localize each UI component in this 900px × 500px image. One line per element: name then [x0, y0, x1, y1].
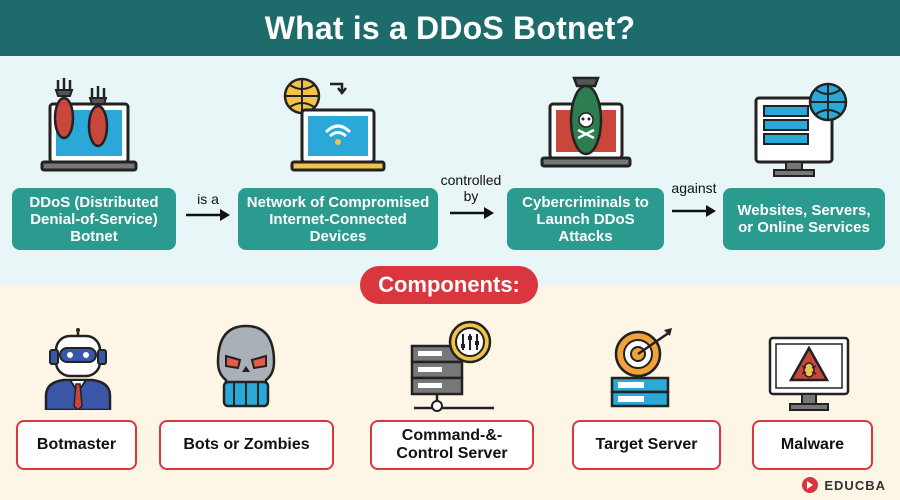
flow-box-botnet: DDoS (Distributed Denial-of-Service) Bot…	[12, 188, 176, 250]
target-server-icon	[610, 328, 672, 408]
brand-logo: EDUCBA	[801, 476, 886, 494]
arrow-right-icon	[672, 205, 716, 217]
cybercriminal-bomb-icon	[540, 76, 632, 168]
component-bots-zombies-label: Bots or Zombies	[183, 436, 310, 453]
component-botmaster: Botmaster	[16, 420, 137, 470]
flow-box-targets-label: Websites, Servers, or Online Services	[737, 202, 871, 236]
component-command-control: Command-&-Control Server	[370, 420, 534, 470]
component-malware-label: Malware	[780, 436, 845, 453]
brand-name: EDUCBA	[824, 477, 886, 493]
component-target-server: Target Server	[572, 420, 721, 470]
component-command-control-label: Command-&-Control Server	[396, 427, 508, 462]
connector-is-a-label: is a	[197, 191, 219, 207]
flow-box-cybercriminals-label: Cybercriminals to Launch DDoS Attacks	[522, 193, 649, 245]
flow-box-cybercriminals: Cybercriminals to Launch DDoS Attacks	[507, 188, 664, 250]
educba-logo-icon	[802, 477, 819, 493]
flow-box-network-label: Network of Compromised Internet-Connecte…	[246, 193, 430, 245]
arrow-right-icon	[186, 209, 230, 221]
page-title: What is a DDoS Botnet?	[264, 9, 636, 46]
laptop-bombs-icon	[40, 78, 138, 172]
title-banner: What is a DDoS Botnet?	[0, 0, 900, 56]
malware-monitor-icon	[768, 336, 850, 411]
connector-controlled-by-label: controlled by	[440, 172, 502, 204]
flow-box-targets: Websites, Servers, or Online Services	[723, 188, 885, 250]
components-heading: Components:	[360, 266, 538, 304]
flow-box-network: Network of Compromised Internet-Connecte…	[238, 188, 438, 250]
flow-box-botnet-label: DDoS (Distributed Denial-of-Service) Bot…	[29, 193, 159, 245]
zombie-skull-icon	[216, 324, 276, 408]
component-botmaster-label: Botmaster	[36, 436, 117, 453]
connector-against-label: against	[671, 180, 717, 196]
control-server-icon	[410, 320, 494, 412]
server-globe-icon	[754, 82, 848, 177]
component-bots-zombies: Bots or Zombies	[159, 420, 334, 470]
botmaster-icon	[44, 328, 112, 410]
component-target-server-label: Target Server	[595, 436, 698, 453]
arrow-right-icon	[450, 207, 494, 219]
compromised-laptop-icon	[283, 77, 386, 172]
component-malware: Malware	[752, 420, 873, 470]
